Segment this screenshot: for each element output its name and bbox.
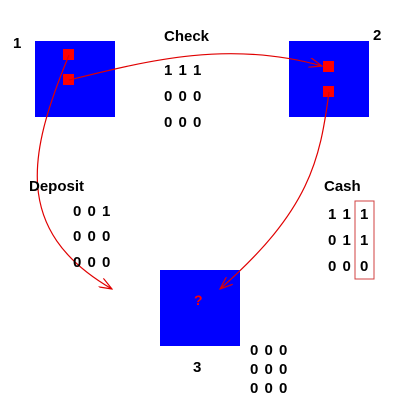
node-2-box bbox=[289, 41, 369, 117]
node-1-label: 1 bbox=[13, 35, 21, 52]
deposit-row-2: 0 0 0 bbox=[73, 228, 111, 245]
node-2-port-bottom bbox=[323, 86, 334, 97]
node-3-row-2: 0 0 0 bbox=[250, 361, 288, 378]
check-row-2: 0 0 0 bbox=[164, 88, 202, 105]
cash-row-3-last: 0 bbox=[360, 258, 369, 275]
node-3-question-mark: ? bbox=[194, 292, 203, 308]
cash-last-column-highlight bbox=[354, 200, 375, 280]
node-2-label: 2 bbox=[373, 27, 381, 44]
cash-label: Cash bbox=[324, 178, 361, 195]
node-1-port-bottom bbox=[63, 74, 74, 85]
check-row-3: 0 0 0 bbox=[164, 114, 202, 131]
cash-row-1-last: 1 bbox=[360, 206, 369, 223]
deposit-row-3: 0 0 0 bbox=[73, 254, 111, 271]
node-3-row-1: 0 0 0 bbox=[250, 342, 288, 359]
cash-row-2-lead: 0 1 bbox=[328, 232, 352, 249]
node-1-port-top bbox=[63, 49, 74, 60]
node-3-label: 3 bbox=[193, 359, 201, 376]
node-3-row-3: 0 0 0 bbox=[250, 380, 288, 397]
cash-row-1-lead: 1 1 bbox=[328, 206, 352, 223]
node-2-port-top bbox=[323, 61, 334, 72]
cash-row-2-last: 1 bbox=[360, 232, 369, 249]
cash-row-3-lead: 0 0 bbox=[328, 258, 352, 275]
check-label: Check bbox=[164, 28, 210, 45]
cash-arrow bbox=[220, 91, 330, 289]
deposit-label: Deposit bbox=[29, 178, 84, 195]
check-arrow bbox=[68, 53, 322, 81]
deposit-arrow bbox=[36, 54, 112, 289]
deposit-row-1: 0 0 1 bbox=[73, 203, 111, 220]
check-row-1: 1 1 1 bbox=[164, 62, 202, 79]
